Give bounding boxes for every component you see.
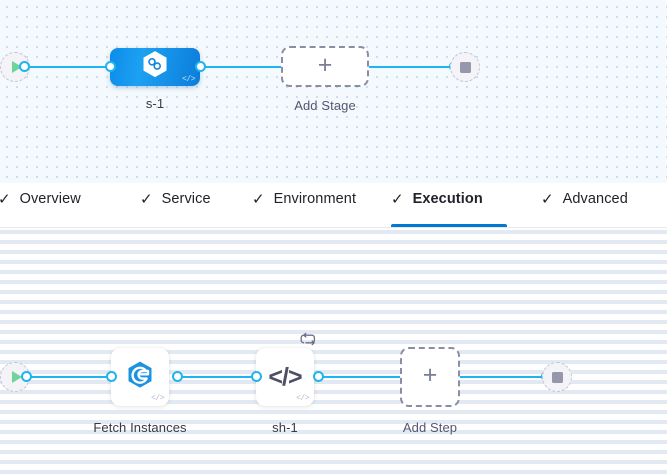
add-stage-label: Add Stage bbox=[294, 98, 356, 113]
stage-start-port[interactable] bbox=[19, 61, 30, 72]
tab-service-label: Service bbox=[161, 191, 211, 207]
stage-node-input-port[interactable] bbox=[105, 61, 116, 72]
stage-node-label: s-1 bbox=[145, 96, 165, 111]
check-icon: ✓ bbox=[0, 190, 11, 208]
step-start-port[interactable] bbox=[21, 371, 32, 382]
step-node-fetch-instances[interactable]: </> bbox=[111, 348, 169, 406]
add-stage-button[interactable]: + bbox=[281, 46, 369, 87]
fetch-instances-label: Fetch Instances bbox=[93, 420, 187, 435]
plus-icon: + bbox=[317, 50, 333, 79]
play-icon bbox=[11, 371, 22, 383]
add-step-button[interactable]: + bbox=[400, 347, 460, 407]
sh-1-label: sh-1 bbox=[272, 420, 298, 435]
tab-execution[interactable]: ✓ Execution bbox=[391, 183, 507, 227]
tab-environment[interactable]: ✓ Environment bbox=[252, 183, 369, 227]
tab-advanced[interactable]: ✓ Advanced bbox=[541, 183, 651, 227]
stage-node-output-port[interactable] bbox=[195, 61, 206, 72]
edge-start-to-stage bbox=[22, 66, 116, 68]
stage-node-s-1[interactable]: </> bbox=[110, 48, 200, 86]
edge-sh-to-add bbox=[318, 376, 401, 378]
step-node-sh-1[interactable]: </> </> bbox=[256, 332, 316, 406]
step-end-node[interactable] bbox=[542, 362, 572, 392]
tab-overview-label: Overview bbox=[19, 191, 81, 207]
looping-strategy-icon[interactable] bbox=[300, 332, 318, 346]
sh-1-output-port[interactable] bbox=[313, 371, 324, 382]
edge-stage-to-add bbox=[196, 66, 282, 68]
tab-execution-label: Execution bbox=[412, 191, 483, 207]
shell-script-icon: </> bbox=[268, 362, 302, 391]
fetch-instances-output-port[interactable] bbox=[172, 371, 183, 382]
tab-environment-label: Environment bbox=[273, 191, 357, 207]
stop-icon bbox=[551, 371, 563, 383]
sh-1-input-port[interactable] bbox=[251, 371, 262, 382]
tab-advanced-label: Advanced bbox=[562, 191, 628, 207]
check-icon: ✓ bbox=[391, 190, 404, 208]
edge-fetch-to-sh bbox=[177, 376, 257, 378]
check-icon: ✓ bbox=[140, 190, 153, 208]
execution-step-canvas[interactable]: </> Fetch Instances </> </> sh-1 bbox=[0, 228, 667, 475]
tab-overview[interactable]: ✓ Overview bbox=[0, 183, 98, 227]
service-hexagon-icon bbox=[141, 50, 169, 85]
fetch-instances-input-port[interactable] bbox=[106, 371, 117, 382]
stage-code-badge: </> bbox=[182, 75, 195, 84]
stage-end-node[interactable] bbox=[450, 52, 480, 82]
add-step-label: Add Step bbox=[402, 420, 458, 435]
pipeline-stage-canvas[interactable]: </> s-1 + Add Stage bbox=[0, 0, 667, 183]
stop-icon bbox=[459, 61, 471, 73]
step-code-badge: </> bbox=[296, 394, 309, 403]
check-icon: ✓ bbox=[541, 190, 554, 208]
play-icon bbox=[11, 61, 22, 73]
plus-icon: + bbox=[422, 361, 438, 389]
check-icon: ✓ bbox=[252, 190, 265, 208]
stage-config-tabs[interactable]: ✓ Overview ✓ Service ✓ Environment ✓ Exe… bbox=[0, 183, 667, 228]
edge-add-to-end bbox=[368, 66, 458, 68]
edge-start-to-fetch bbox=[24, 376, 116, 378]
azure-fetch-instances-icon bbox=[126, 360, 154, 395]
tab-service[interactable]: ✓ Service bbox=[140, 183, 230, 227]
step-code-badge: </> bbox=[151, 394, 164, 403]
edge-add-to-end bbox=[460, 376, 550, 378]
